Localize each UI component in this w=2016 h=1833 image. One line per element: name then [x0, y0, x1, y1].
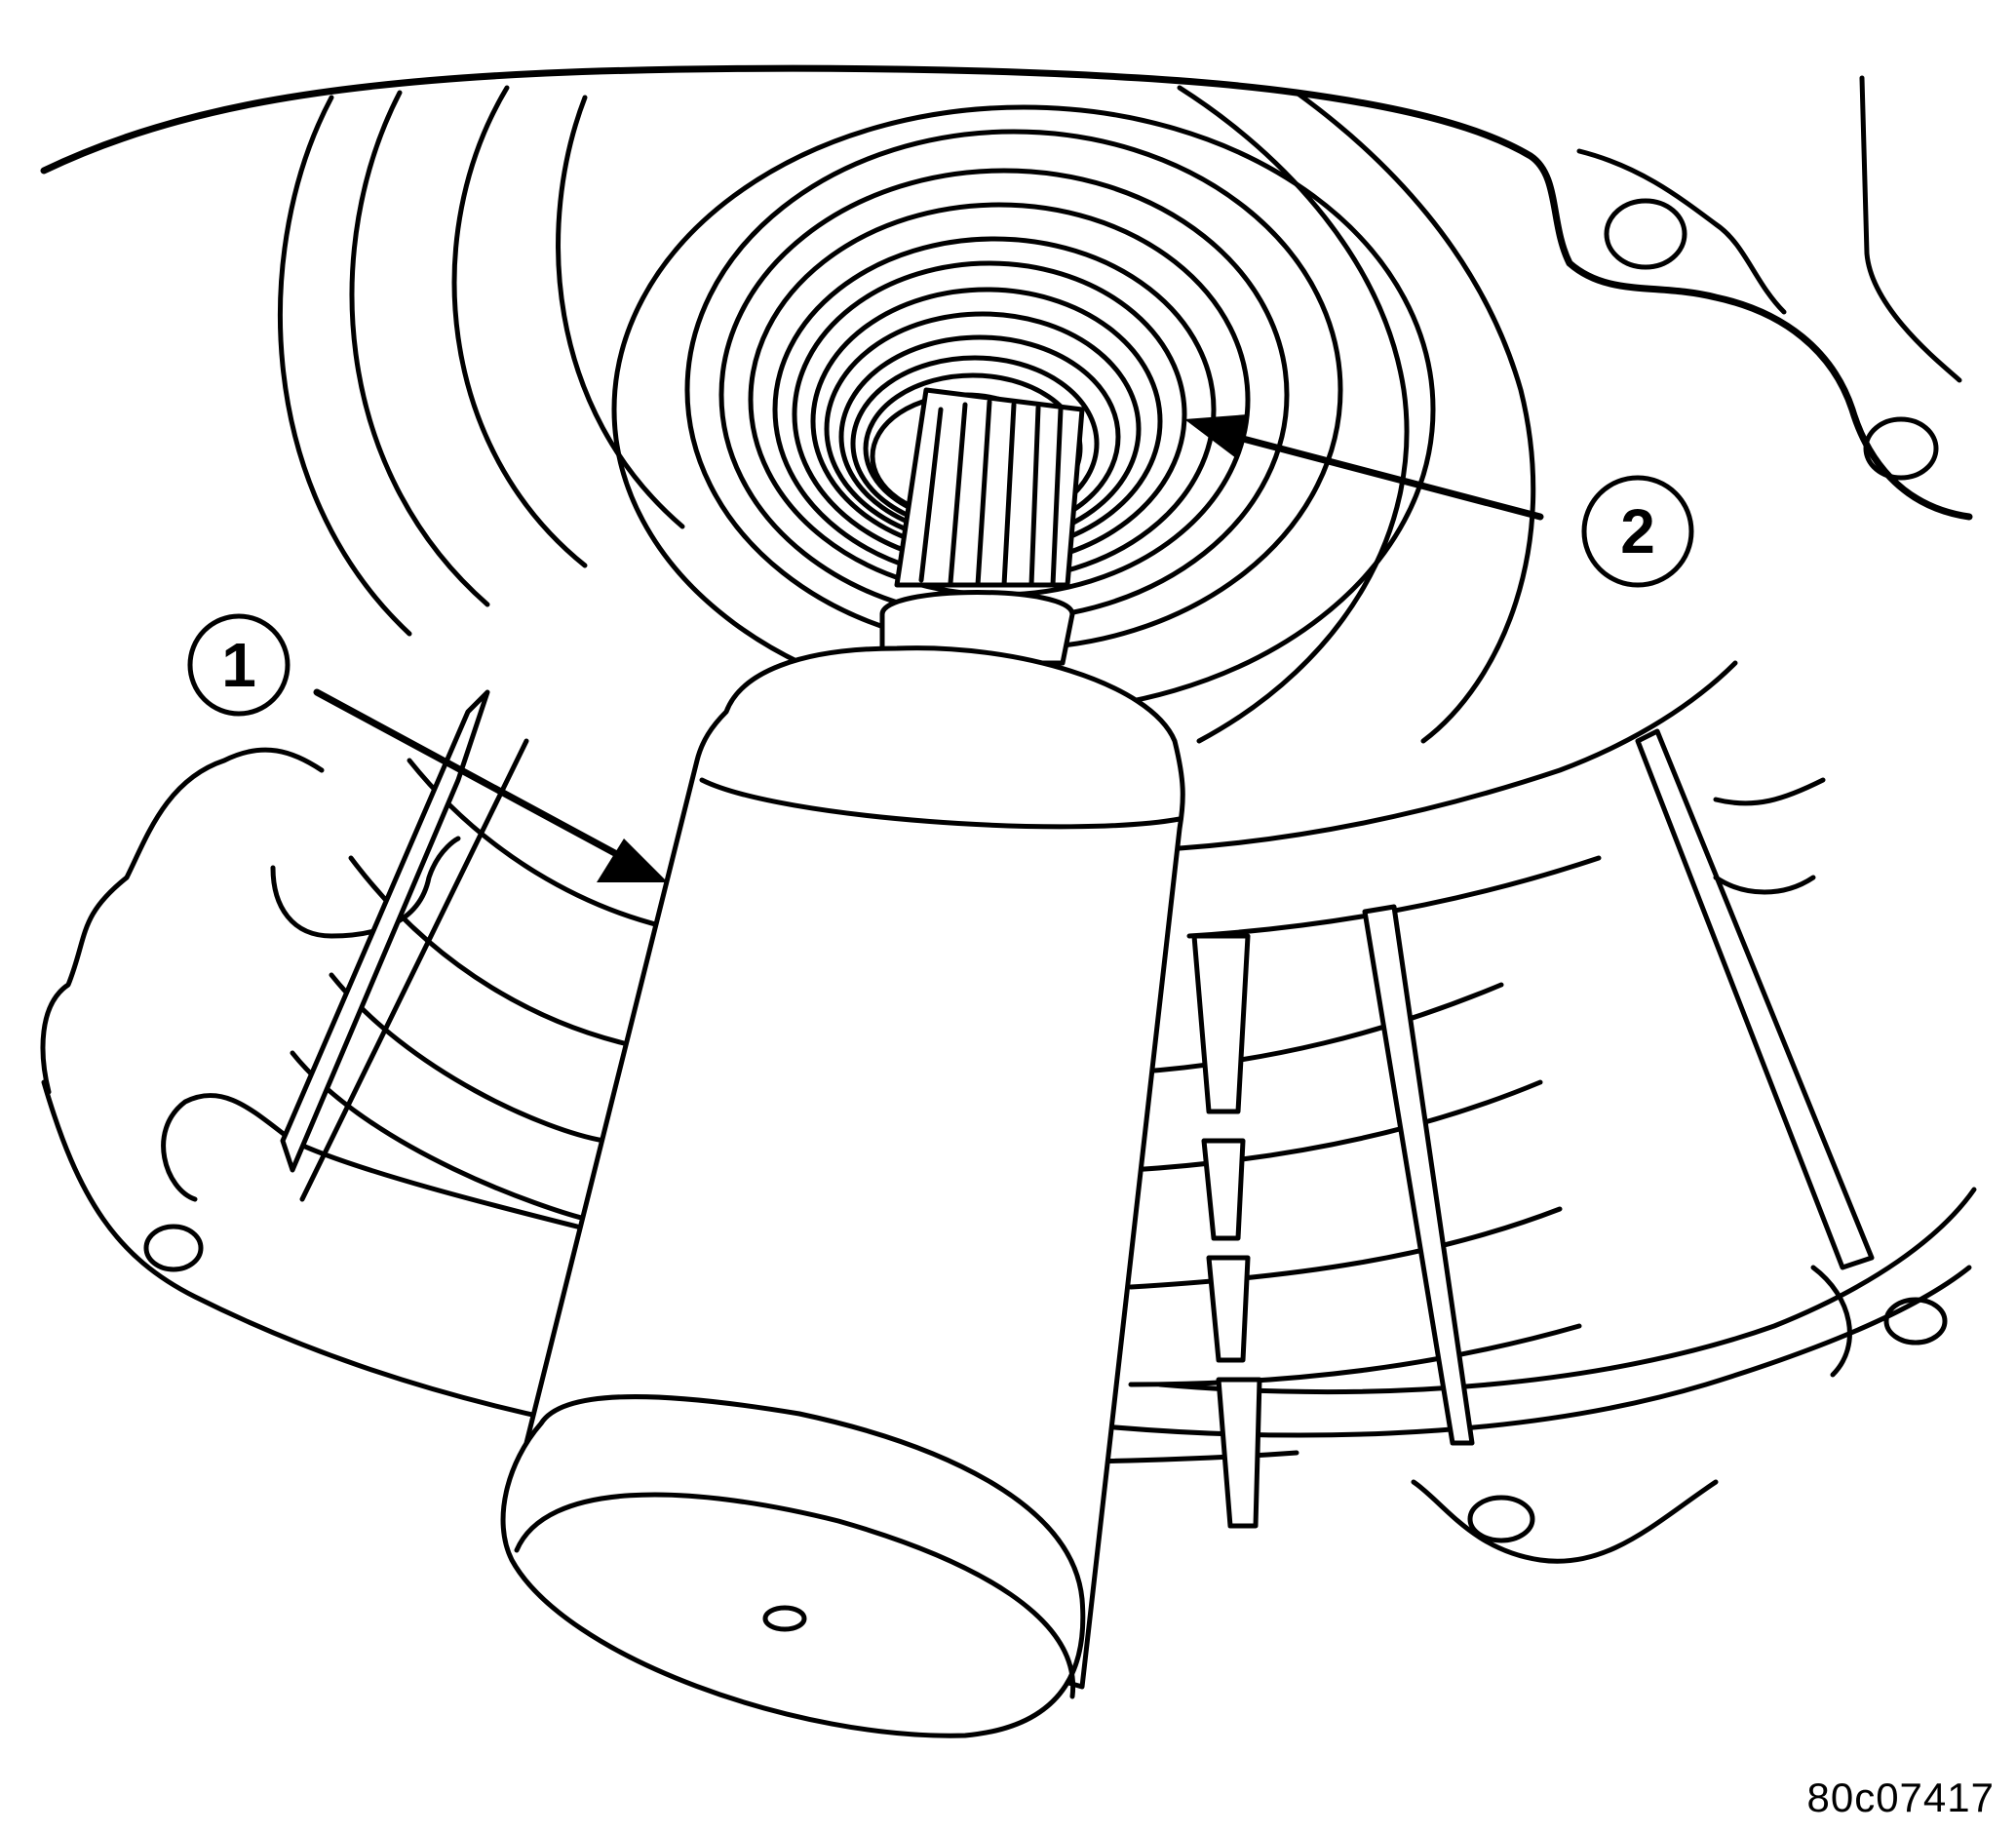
installer-tool	[500, 645, 1185, 1738]
callout-1-label: 1	[221, 630, 256, 700]
callout-2-label: 2	[1620, 496, 1655, 566]
transmission-case	[40, 64, 1977, 1564]
input-shaft	[879, 387, 1085, 666]
arrow-1	[313, 688, 668, 882]
figure-id: 80c07417	[1806, 1774, 1995, 1820]
case-rings	[277, 85, 1738, 1387]
arrow-2	[1184, 414, 1544, 521]
callout-1: 1	[187, 613, 291, 717]
callout-2: 2	[1581, 475, 1694, 588]
case-ribs	[280, 689, 1875, 1529]
